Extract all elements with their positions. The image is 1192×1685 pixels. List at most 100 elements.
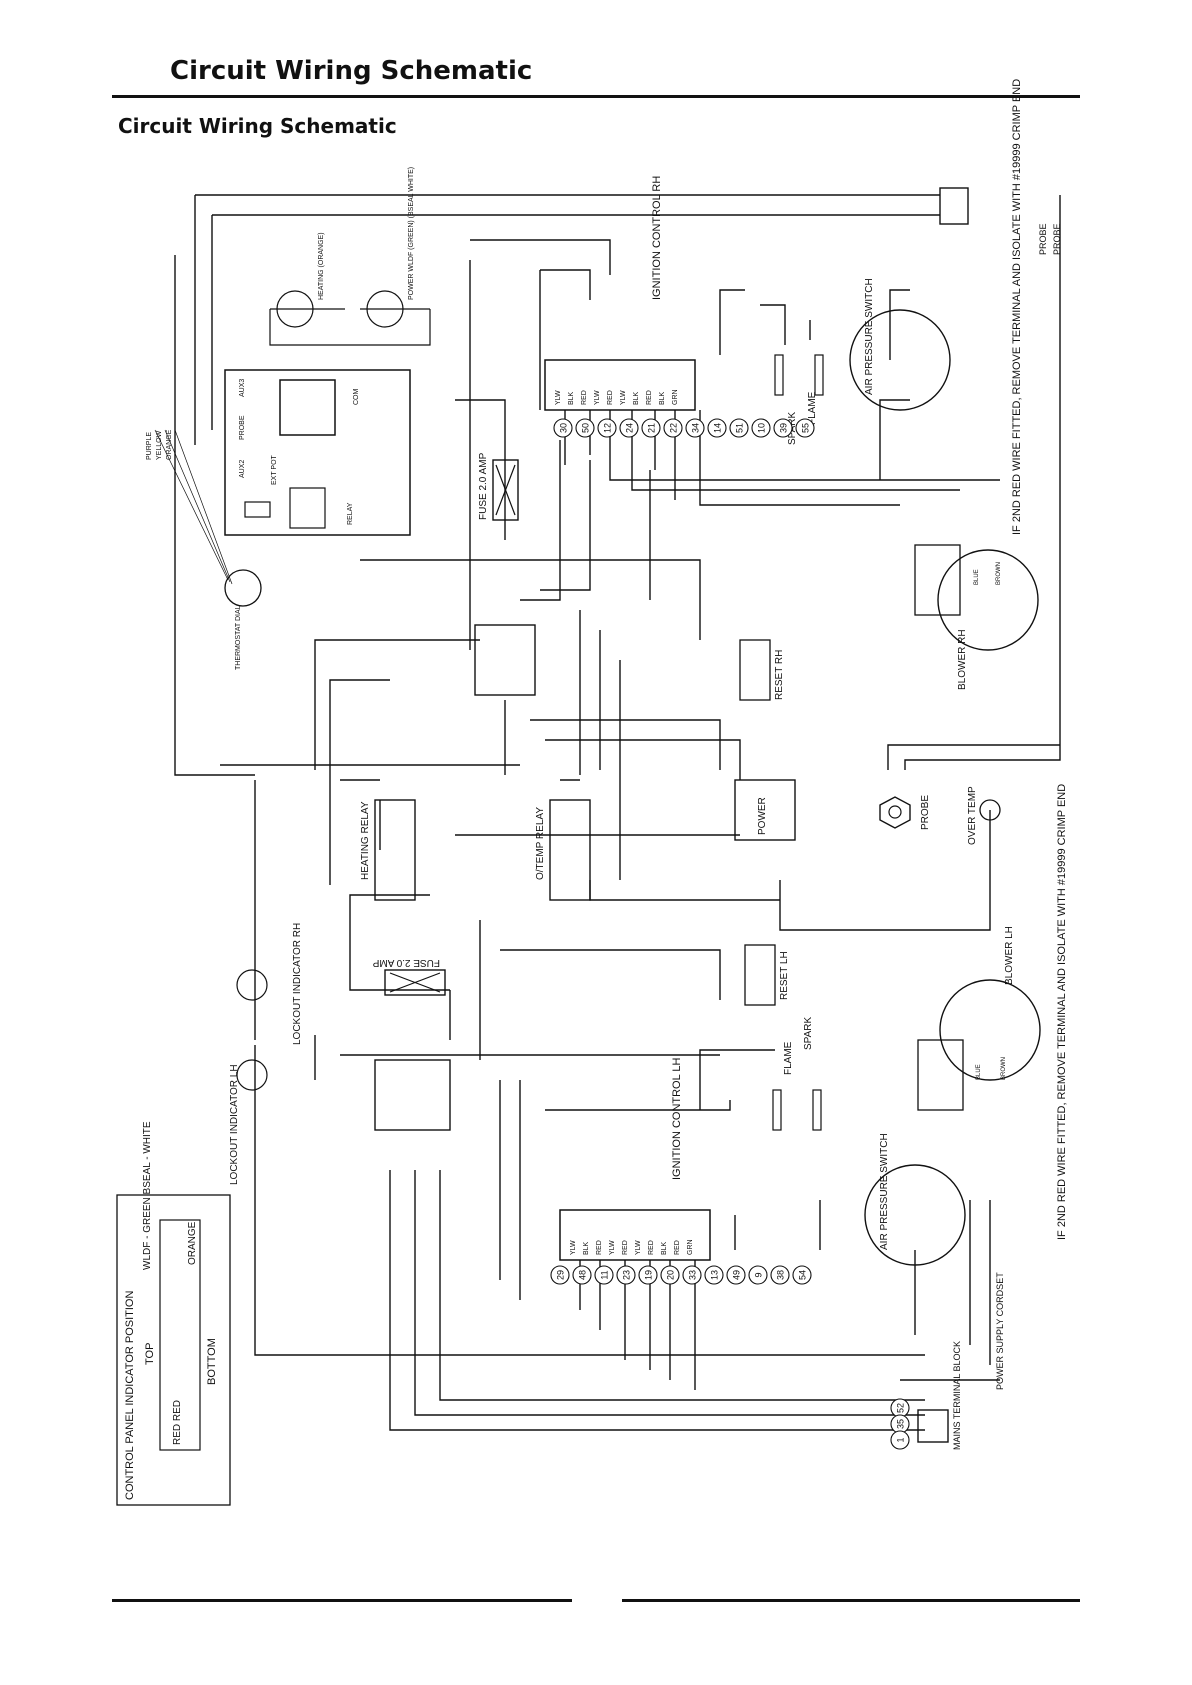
wire-number-lh-circle — [748, 1265, 768, 1285]
wire-number-rh: 21 — [647, 423, 657, 433]
heating-orange-label: HEATING (ORANGE) — [318, 232, 325, 300]
over-temp-sensor: OVER TEMP — [967, 786, 1001, 845]
ignition-rh-pin: RED — [646, 390, 653, 405]
selector-switch-rh — [474, 624, 536, 696]
legend-bottom: BOTTOM — [206, 1338, 218, 1385]
legend-title: CONTROL PANEL INDICATOR POSITION — [124, 1291, 136, 1500]
ignition-rh-pin: RED — [581, 390, 588, 405]
wire-purple-label: PURPLE — [146, 432, 153, 460]
wire-number-rh-circle — [553, 418, 573, 438]
thermostat-dial: THERMOSTAT DIAL PURPLE YELLOW ORANGE — [146, 429, 262, 670]
ext-pot-label: EXT POT — [271, 454, 278, 485]
wire-number-lh-circle — [770, 1265, 790, 1285]
header-rule — [112, 95, 1080, 98]
electrodes-lh: FLAME SPARK — [772, 1017, 822, 1131]
wire-number-lh: 20 — [666, 1270, 676, 1280]
blower-lh-label: BLOWER LH — [1004, 926, 1015, 985]
ignition-rh-pin: BLK — [659, 391, 666, 405]
wire-number-rh-circle — [795, 418, 815, 438]
page-header-title: Circuit Wiring Schematic — [170, 56, 533, 86]
blower-rh: BLOWER RH BLUE BROWN — [914, 544, 1039, 690]
blower-rh-label: BLOWER RH — [957, 629, 968, 690]
fuse-top: FUSE 2.0 AMP — [478, 452, 519, 521]
wire-number-lh-circle — [638, 1265, 658, 1285]
wire-number-lh: 29 — [556, 1270, 566, 1280]
blower-rh-blue: BLUE — [974, 569, 980, 585]
selector-switch-lh — [374, 1059, 451, 1131]
wire-number-rh: 55 — [801, 423, 811, 433]
wire-number-lh-circle — [660, 1265, 680, 1285]
heating-relay-label: HEATING RELAY — [360, 801, 371, 880]
wires — [174, 194, 1061, 1431]
wire-number-lh: 23 — [622, 1270, 632, 1280]
fuse-mid-label: FUSE 2.0 AMP — [372, 957, 440, 968]
air-switch-rh-label: AIR PRESSURE SWITCH — [864, 278, 875, 395]
ignition-rh-pin: BLK — [633, 391, 640, 405]
indicator-lamps-top: HEATING (ORANGE) POWER WLDF (GREEN) (BSE… — [269, 167, 431, 346]
reset-lh-label: RESET LH — [779, 951, 790, 1000]
ignition-rh-pin: YLW — [594, 390, 601, 405]
wire-number-rh: 50 — [581, 423, 591, 433]
aux3-label: AUX3 — [239, 379, 246, 397]
wire-number-lh-circle — [726, 1265, 746, 1285]
legend-orange: ORANGE — [187, 1221, 198, 1265]
ignition-rh-pin: YLW — [620, 390, 627, 405]
wire-number-lh-circle — [792, 1265, 812, 1285]
wire-number-rh: 24 — [625, 423, 635, 433]
aux2-label: AUX2 — [239, 460, 246, 478]
legend-top: TOP — [144, 1343, 156, 1365]
blower-rh-brown: BROWN — [996, 562, 1002, 585]
wire-number-rh-circle — [773, 418, 793, 438]
wire-number-lh-circle — [572, 1265, 592, 1285]
wire-number-lh: 11 — [600, 1270, 610, 1279]
lockout-indicators: LOCKOUT INDICATOR RH LOCKOUT INDICATOR L… — [229, 923, 303, 1185]
air-switch-lh-label: AIR PRESSURE SWITCH — [879, 1133, 890, 1250]
ignition-rh-pin: YLW — [555, 390, 562, 405]
blower-lh: BLOWER LH BLUE BROWN — [917, 926, 1041, 1111]
wire-number-rh: 10 — [757, 423, 767, 433]
flame-lh-label: FLAME — [783, 1041, 794, 1075]
probe-pcb-label: PROBE — [239, 415, 246, 440]
com-label: COM — [353, 389, 360, 406]
wire-number-rh-circle — [597, 418, 617, 438]
control-pcb: AUX3 AUX2 PROBE COM RELAY EXT POT — [224, 369, 411, 536]
cordset-label: POWER SUPPLY CORDSET — [995, 1272, 1005, 1390]
ignition-lh-pin: BLK — [583, 1241, 590, 1255]
heating-relay: HEATING RELAY — [360, 799, 416, 901]
wire-number-rh-circle — [641, 418, 661, 438]
lockout-rh-label: LOCKOUT INDICATOR RH — [292, 923, 303, 1045]
footer-rule-left — [112, 1599, 572, 1602]
mains-label: MAINS TERMINAL BLOCK — [952, 1341, 962, 1450]
wire-number-mains: 1 — [896, 1437, 906, 1442]
ignition-lh-pin: YLW — [609, 1240, 616, 1255]
note-lh-label: IF 2ND RED WIRE FITTED, REMOVE TERMINAL … — [1056, 784, 1068, 1240]
blower-lh-brown: BROWN — [1001, 1057, 1007, 1080]
probe-top-1: PROBE — [1038, 223, 1048, 255]
spark-lh-label: SPARK — [803, 1017, 814, 1050]
ignition-rh-pin: BLK — [568, 391, 575, 405]
legend-red: RED RED — [172, 1400, 183, 1445]
wire-number-lh-circle — [704, 1265, 724, 1285]
wire-number-lh-circle — [682, 1265, 702, 1285]
wire-number-rh-circle — [729, 418, 749, 438]
wire-number-rh-circle — [685, 418, 705, 438]
ignition-lh-pin: BLK — [661, 1241, 668, 1255]
blower-lh-blue: BLUE — [976, 1064, 982, 1080]
wire-number-rh-circle — [707, 418, 727, 438]
ignition-lh-pin: RED — [596, 1240, 603, 1255]
wire-number-rh-circle — [663, 418, 683, 438]
otemp-relay: O/TEMP RELAY — [535, 799, 591, 901]
otemp-relay-label: O/TEMP RELAY — [535, 807, 546, 880]
ignition-rh-pin: RED — [607, 390, 614, 405]
probe-top-2: PROBE — [1052, 223, 1062, 255]
wire-number-lh-circle — [594, 1265, 614, 1285]
wire-number-rh: 12 — [603, 423, 613, 433]
probe-sensor: PROBE — [879, 795, 931, 830]
ignition-lh-pin: YLW — [570, 1240, 577, 1255]
wire-number-lh: 13 — [710, 1270, 720, 1280]
probe-label: PROBE — [920, 795, 931, 830]
wire-number-rh: 51 — [735, 423, 745, 433]
